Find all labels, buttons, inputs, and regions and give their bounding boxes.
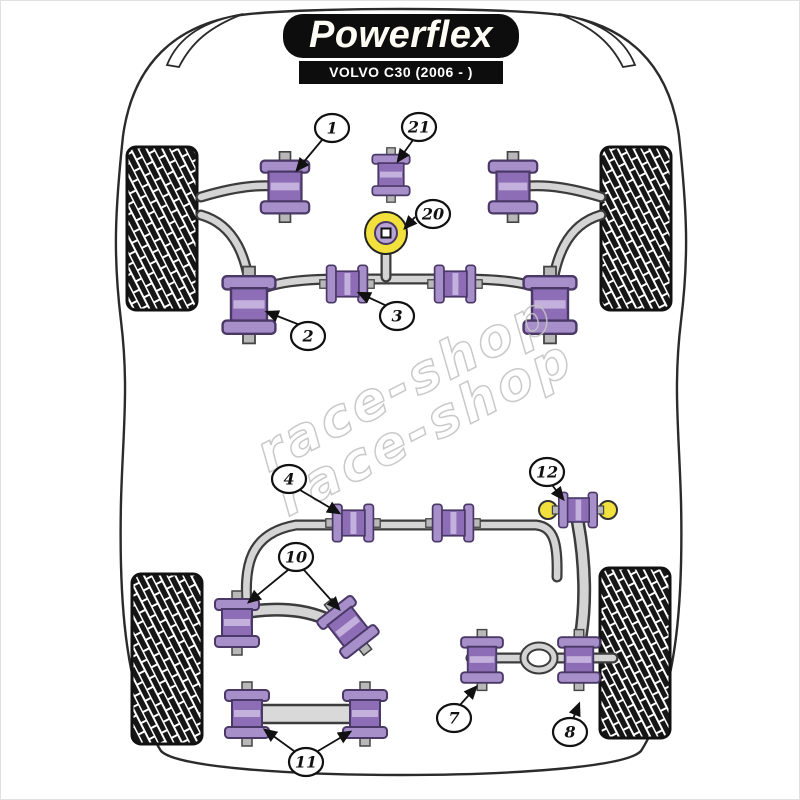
cowl-crescent-left: [165, 13, 244, 68]
callout-8-label: 8: [563, 723, 575, 742]
model-banner-text: VOLVO C30 (2006 - ): [329, 64, 473, 80]
callout-1: 1: [313, 112, 351, 144]
tire-front-left: [125, 145, 199, 312]
callout-10-label: 10: [285, 548, 307, 567]
bushing-front-lower-left-part-2: [221, 265, 277, 345]
callout-12-label: 12: [536, 463, 558, 482]
rear-bar-bushing-left-part-11: [224, 681, 270, 747]
callout-7: 7: [435, 702, 473, 734]
callout-21: 21: [400, 111, 438, 143]
cowl-crescent-right: [558, 13, 637, 68]
bushing-front-upper-right: [487, 150, 539, 224]
rear-bar-bushing-right-part-11: [342, 681, 388, 747]
mount-part-20: [364, 211, 408, 255]
rear-arm-bushing-part-8: [557, 628, 601, 692]
brand-logo-box: [283, 14, 519, 58]
brand-logo-text: Powerflex: [309, 14, 494, 56]
rear-arb-bushing-right: [424, 503, 482, 543]
callout-4: 4: [270, 463, 308, 495]
callout-4-label: 4: [283, 470, 294, 489]
bushing-top-center-part-21: [371, 146, 411, 204]
callout-7-label: 7: [448, 709, 459, 728]
callout-20: 20: [414, 198, 452, 230]
callout-11: 11: [287, 746, 325, 778]
callout-11-label: 11: [295, 753, 317, 772]
callout-2: 2: [289, 320, 327, 352]
rear-lower-arm-bushing-outer-part-10: [214, 590, 260, 656]
tire-rear-left: [130, 572, 204, 746]
brand-logo: Powerflex: [283, 14, 519, 58]
callout-8: 8: [551, 716, 589, 748]
callout-3-label: 3: [391, 307, 402, 326]
callout-12: 12: [528, 456, 566, 488]
car-body-outline: [114, 7, 688, 777]
tire-front-right: [599, 145, 673, 312]
rear-arm-bushing-part-7: [460, 628, 504, 692]
trailing-arm-bushing-part-12: [538, 491, 618, 529]
model-banner-box: [299, 61, 503, 84]
front-arb-bushing-right: [426, 264, 484, 304]
callout-20-label: 20: [421, 205, 444, 224]
callout-10: 10: [277, 541, 315, 573]
callout-3: 3: [378, 300, 416, 332]
bushing-front-upper-left-part-1: [259, 150, 311, 224]
callout-2-label: 2: [301, 327, 313, 346]
callout-21-label: 21: [407, 118, 430, 137]
callout-arrows: [246, 139, 581, 752]
callout-1-label: 1: [326, 119, 337, 138]
model-banner: VOLVO C30 (2006 - ): [299, 61, 503, 84]
rear-lower-bar: [245, 703, 367, 725]
